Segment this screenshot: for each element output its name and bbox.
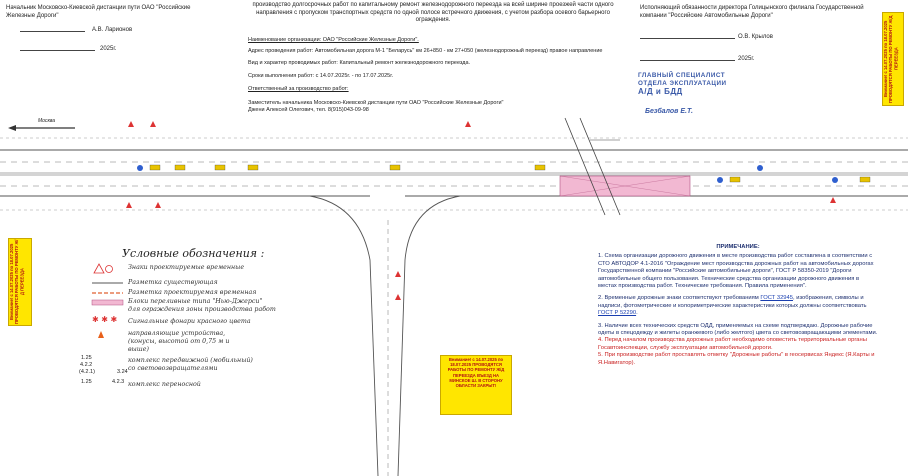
info-dates: Сроки выполнения работ: с 14.07.2025г. -… bbox=[248, 73, 394, 79]
note-1: 1. Схема организации дорожного движения … bbox=[598, 253, 874, 290]
legend-item: Разметка существующая bbox=[128, 279, 218, 286]
right-signature-line bbox=[640, 38, 735, 39]
notes-block: ПРИМЕЧАНИЕ: 1. Схема организации дорожно… bbox=[598, 244, 878, 367]
right-approver-date: 2025г. bbox=[738, 56, 755, 62]
stamp-line-3: А/Д и БДД bbox=[638, 87, 683, 96]
legend-item: Блоки переливные типа "Нью-Джерси" bbox=[128, 298, 263, 305]
sign-code: 4.2.2 bbox=[80, 362, 93, 368]
direction-label: Москва bbox=[38, 118, 56, 124]
legend-item: комплекс передвижной (мобильный) bbox=[128, 357, 253, 364]
note-2: 2. Временные дорожные знаки соответствую… bbox=[598, 295, 878, 317]
document-title: производство долгосрочных работ по капит… bbox=[252, 2, 614, 23]
legend-title: Условные обозначения : bbox=[122, 247, 265, 260]
svg-text:✱ ✱ ✱: ✱ ✱ ✱ bbox=[92, 315, 117, 324]
left-signature-line bbox=[20, 31, 85, 32]
left-date-line bbox=[20, 50, 95, 51]
stamp-line-2: ОТДЕЛА ЭКСПЛУАТАЦИИ bbox=[638, 80, 727, 87]
right-approver-title: Исполняющий обязанности директора Голицы… bbox=[640, 5, 864, 19]
info-work-type: Вид и характер проводимых работ: Капитал… bbox=[248, 60, 471, 66]
left-approver-title: Начальник Московско-Киевской дистанции п… bbox=[6, 5, 191, 19]
right-date-line bbox=[640, 60, 735, 61]
sign-code: 3.24 bbox=[117, 369, 128, 375]
gost-52290-link[interactable]: ГОСТ Р 52290 bbox=[598, 310, 637, 317]
info-organization: Наименование организации: ОАО "Российски… bbox=[248, 37, 419, 43]
stamp-line-1: ГЛАВНЫЙ СПЕЦИАЛИСТ bbox=[638, 72, 726, 79]
info-responsible-person: Заместитель начальника Московско-Киевско… bbox=[248, 100, 504, 106]
note-2-end: . bbox=[636, 310, 638, 317]
note-5: 5. При производстве работ проставлять от… bbox=[598, 352, 875, 366]
info-address: Адрес проведения работ: Автомобильная до… bbox=[248, 48, 603, 54]
warning-sticker-center: Внимание! с 14.07.2025 по 18.07.2025 ПРО… bbox=[440, 355, 512, 415]
legend-item: Знаки проектируемые временные bbox=[128, 264, 245, 271]
legend-item: Разметка проектируемая временная bbox=[128, 289, 257, 296]
legend-item: для ограждения зоны производства работ bbox=[128, 306, 276, 313]
note-3: 3. Наличие всех технических средств ОДД,… bbox=[598, 322, 878, 337]
notes-title: ПРИМЕЧАНИЕ: bbox=[716, 244, 760, 250]
left-approver-name: А.В. Ларионов bbox=[92, 27, 133, 33]
warning-sticker-left: Внимание! с 14.07.2025 по 18.07.2025 ПРО… bbox=[8, 238, 32, 326]
sign-code: 1.25 bbox=[81, 379, 92, 385]
legend-item: выше) bbox=[128, 346, 149, 353]
note-2-text: 2. Временные дорожные знаки соответствую… bbox=[598, 295, 759, 302]
note-2-text-b: , изображения, символы и надписи, фотоме… bbox=[598, 295, 867, 309]
legend-item: со световозвращателями bbox=[128, 365, 218, 372]
sign-code: 4.2.3 bbox=[112, 379, 125, 385]
legend-item: комплекс переносной bbox=[128, 381, 201, 388]
info-responsible: Ответственный за производство работ: bbox=[248, 86, 349, 92]
legend-item: (конусы, высотой от 0,75 м и bbox=[128, 338, 230, 345]
stamp-signature: Безбалов Е.Т. bbox=[645, 108, 693, 115]
gost-32945-link[interactable]: ГОСТ 32945 bbox=[760, 295, 793, 302]
sign-code: (4.2.1) bbox=[79, 369, 95, 375]
right-approver-name: О.В. Крылов bbox=[738, 34, 773, 40]
legend-item: Сигнальные фонари красного цвета bbox=[128, 318, 251, 325]
info-responsible-contact: Джени Алексей Олегович, тел. 8(915)043-0… bbox=[248, 107, 369, 113]
approval-stamp: ГЛАВНЫЙ СПЕЦИАЛИСТ ОТДЕЛА ЭКСПЛУАТАЦИИ А… bbox=[638, 72, 727, 96]
sign-code: 1.25 bbox=[81, 355, 92, 361]
left-approver-date: 2025г. bbox=[100, 46, 117, 52]
note-4: 4. Перед началом производства дорожных р… bbox=[598, 337, 867, 351]
legend-item: направляющие устройства, bbox=[128, 330, 226, 337]
